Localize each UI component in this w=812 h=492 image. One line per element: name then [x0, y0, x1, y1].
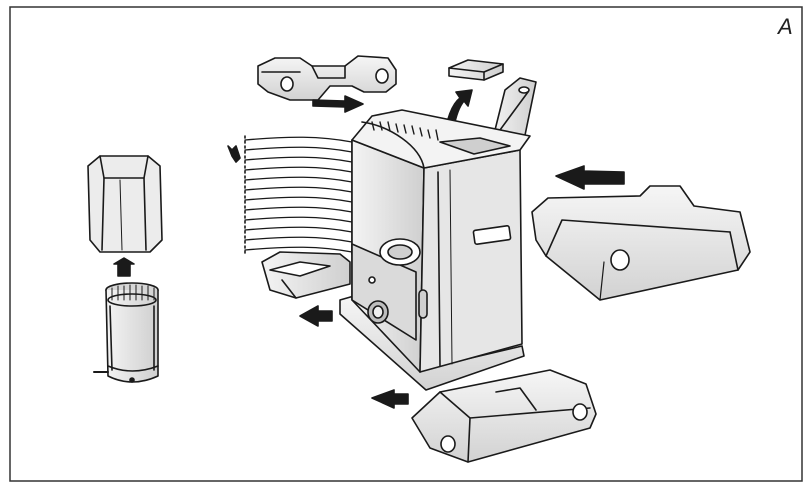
wick-sleeve-part: [87, 155, 163, 253]
panel-label: A: [778, 14, 793, 39]
arrow-left-icon-3: [371, 389, 409, 409]
heater-body: [339, 109, 531, 391]
arrow-left-icon: [312, 95, 364, 113]
lid-block-part: [448, 59, 504, 81]
top-cover-part: [257, 55, 397, 101]
arrow-left-icon-2: [555, 165, 625, 190]
arrow-up-icon: [113, 257, 135, 277]
left-tray-part: [261, 251, 351, 299]
grille-part: [244, 135, 353, 257]
burner-cylinder-part: [93, 282, 159, 383]
right-cover-part: [531, 185, 751, 301]
bottom-base-part: [411, 369, 597, 463]
small-arrow-icon: [227, 145, 241, 163]
arrow-right-icon: [299, 305, 333, 327]
